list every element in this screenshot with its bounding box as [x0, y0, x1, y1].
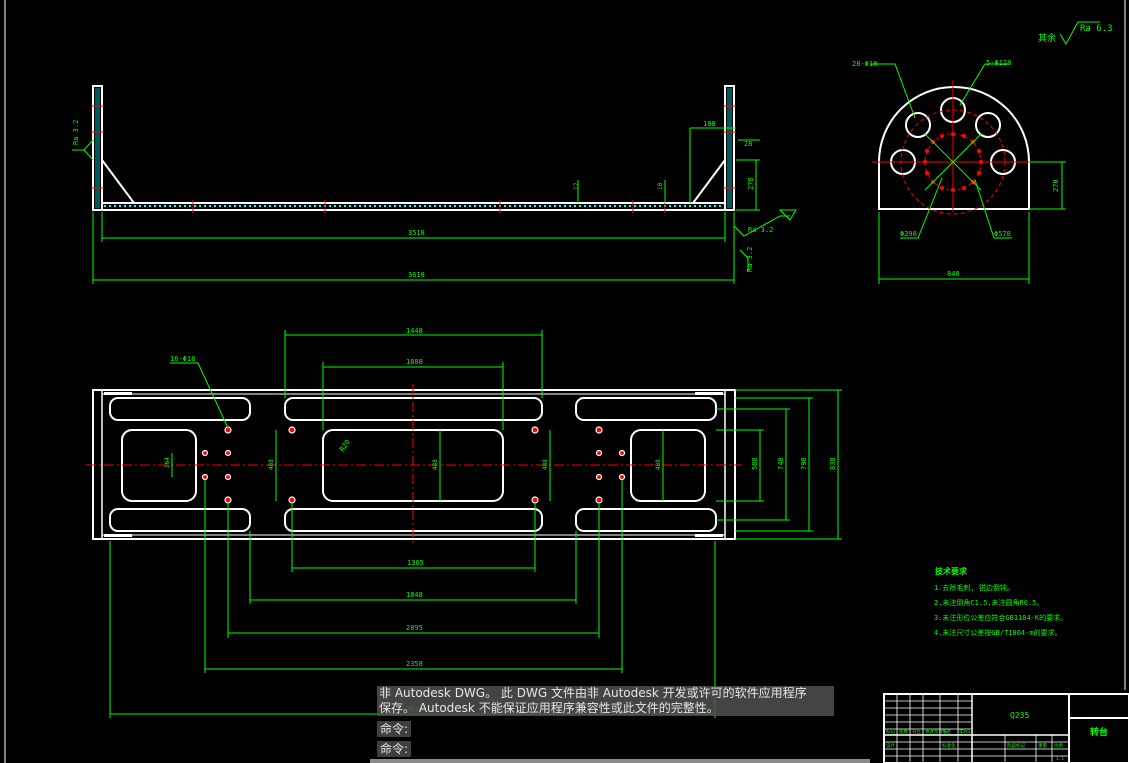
dwg-warning-line: 保存。 Autodesk 不能保证应用程序兼容性或此文件的完整性。	[379, 701, 719, 715]
svg-text:1848: 1848	[406, 591, 423, 599]
svg-text:12: 12	[573, 182, 580, 190]
svg-text:标记: 标记	[886, 728, 895, 735]
svg-text:分区: 分区	[912, 728, 921, 735]
tech-req-item: 1.去除毛刺, 锐边倒钝。	[934, 583, 1014, 592]
svg-text:838: 838	[829, 457, 837, 470]
dwg-warning-line: 非 Autodesk DWG。 此 DWG 文件由非 Autodesk 开发或许…	[379, 686, 807, 700]
svg-text:2895: 2895	[406, 624, 423, 632]
svg-text:标准化: 标准化	[942, 742, 956, 749]
svg-text:签名: 签名	[942, 728, 951, 735]
command-input[interactable]: 命令:	[377, 741, 412, 757]
tech-req-item: 4.未注尺寸公差按GB/T1804-m的要求。	[934, 628, 1062, 637]
command-prompt: 命令:	[377, 721, 412, 737]
svg-text:处数: 处数	[899, 728, 908, 735]
roughness-symbol-general: 其余 Ra 6.3	[1038, 21, 1113, 46]
svg-text:比例: 比例	[1054, 742, 1063, 749]
svg-text:Ra 3.2: Ra 3.2	[748, 226, 773, 234]
svg-text:更改文件号: 更改文件号	[925, 728, 948, 735]
horizontal-scrollbar[interactable]	[370, 759, 870, 763]
svg-text:1448: 1448	[406, 327, 423, 335]
svg-text:588: 588	[751, 457, 759, 470]
svg-text:3518: 3518	[408, 229, 425, 237]
svg-text:Φ298: Φ298	[900, 230, 917, 238]
command-history-panel: 非 Autodesk DWG。 此 DWG 文件由非 Autodesk 开发或许…	[377, 686, 834, 716]
svg-text:748: 748	[777, 457, 785, 470]
svg-text:188: 188	[703, 120, 716, 128]
svg-text:Φ578: Φ578	[994, 230, 1011, 238]
tech-req-item: 2.未注倒角C1.5,未注圆角R0.5。	[934, 598, 1043, 607]
svg-text:Ra 3.2: Ra 3.2	[746, 247, 754, 272]
svg-text:488: 488	[432, 459, 439, 470]
svg-text:设计: 设计	[886, 742, 895, 749]
svg-text:278: 278	[1052, 179, 1060, 192]
title-block[interactable]: Q235 转台 标记 处数 分区 更改文件号 签名 年月日 设计 标准化 阶段标…	[883, 693, 1129, 763]
plan-view[interactable]: 16-Φ18	[86, 327, 842, 718]
svg-text:阶段标记: 阶段标记	[1007, 742, 1025, 749]
side-view[interactable]: 28-Φ18 5-Φ128 Φ298 Φ578 278 848	[852, 59, 1066, 284]
svg-text:Ra 3.2: Ra 3.2	[72, 120, 80, 145]
svg-text:488: 488	[542, 459, 549, 470]
svg-text:798: 798	[800, 457, 808, 470]
svg-text:16-Φ18: 16-Φ18	[170, 355, 195, 363]
svg-text:10: 10	[657, 182, 664, 190]
tech-req-item: 3.未注形位公差应符合GB1184-K的要求。	[934, 613, 1067, 622]
svg-text:28: 28	[744, 140, 752, 148]
tech-req-title: 技术要求	[935, 566, 968, 576]
svg-text:2358: 2358	[406, 660, 423, 668]
svg-text:1888: 1888	[406, 358, 423, 366]
svg-text:164: 164	[164, 457, 171, 468]
svg-text:5-Φ128: 5-Φ128	[986, 59, 1011, 67]
svg-text:年月日: 年月日	[959, 728, 973, 735]
svg-text:3618: 3618	[408, 271, 425, 279]
svg-text:1:1: 1:1	[1056, 756, 1064, 762]
svg-text:848: 848	[947, 270, 960, 278]
front-view[interactable]: 3518 3618 278 188 28 12 10 Ra 3.2 Ra 3.2…	[72, 85, 797, 284]
svg-text:重量: 重量	[1038, 742, 1047, 749]
technical-requirements: 技术要求 1.去除毛刺, 锐边倒钝。 2.未注倒角C1.5,未注圆角R0.5。 …	[934, 566, 1067, 637]
svg-text:1365: 1365	[407, 559, 424, 567]
svg-text:其余: 其余	[1038, 32, 1056, 44]
svg-text:278: 278	[747, 177, 755, 190]
material-label: Q235	[1010, 711, 1029, 720]
part-name: 转台	[1090, 726, 1108, 738]
svg-text:488: 488	[268, 459, 275, 470]
svg-text:488: 488	[655, 459, 662, 470]
svg-text:Ra 6.3: Ra 6.3	[1080, 24, 1113, 34]
svg-text:28-Φ18: 28-Φ18	[852, 60, 877, 68]
